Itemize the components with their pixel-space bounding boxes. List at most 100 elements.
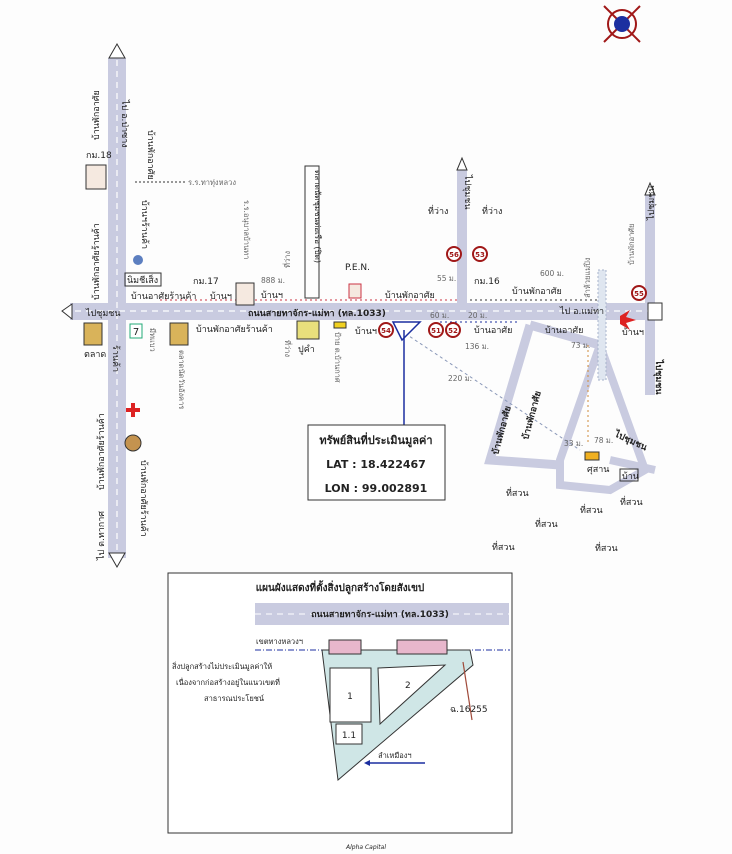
- school-icon: [235, 282, 255, 306]
- svg-text:2: 2: [405, 681, 411, 691]
- property-title: ทรัพย์สินที่ประเมินมูลค่า: [319, 432, 432, 448]
- svg-text:บ้านฯ: บ้านฯ: [210, 291, 232, 302]
- svg-text:ที่ว่าง: ที่ว่าง: [482, 204, 502, 217]
- svg-text:บ้านพักอาศัยร้านค้า: บ้านพักอาศัยร้านค้า: [91, 223, 102, 300]
- inset-title: แผนผังแสดงที่ตั้งสิ่งปลูกสร้างโดยสังเขป: [256, 580, 425, 595]
- svg-text:ร.ร.อนุบาลบ้านทา: ร.ร.อนุบาลบ้านทา: [242, 200, 251, 259]
- svg-text:บ้านพักอาศัย: บ้านพักอาศัย: [490, 405, 514, 456]
- svg-text:55: 55: [634, 290, 644, 298]
- svg-text:ที่สวน: ที่สวน: [595, 541, 618, 554]
- svg-text:ที่สวน: ที่สวน: [506, 486, 529, 499]
- svg-text:ที่สวน: ที่สวน: [492, 540, 515, 553]
- svg-text:56: 56: [449, 251, 459, 259]
- svg-text:ลำเหมืองฯ: ลำเหมืองฯ: [378, 751, 412, 760]
- arrow-east-icon: [647, 302, 663, 321]
- sign-51: 51: [428, 322, 444, 338]
- property-lat: LAT : 18.422467: [326, 458, 426, 471]
- svg-text:ไป ต.ทากาศ: ไป ต.ทากาศ: [96, 511, 107, 561]
- svg-text:บ้านฯร้านค้า: บ้านฯร้านค้า: [139, 200, 150, 249]
- svg-text:ที่สวน: ที่สวน: [580, 503, 603, 516]
- svg-text:สาธารณประโยชน์: สาธารณประโยชน์: [204, 694, 264, 703]
- svg-text:7: 7: [133, 327, 139, 338]
- svg-text:ตลาดนัดวันอังคาร: ตลาดนัดวันอังคาร: [177, 350, 186, 409]
- svg-text:52: 52: [448, 327, 458, 335]
- svg-text:เนื่องจากก่อสร้างอยู่ในแนวเขตท: เนื่องจากก่อสร้างอยู่ในแนวเขตที่: [176, 677, 280, 687]
- road-dest: ไป อ.ป่าซาง: [119, 99, 130, 148]
- svg-text:บ้านอาศัยร้านค้า: บ้านอาศัยร้านค้า: [131, 291, 196, 302]
- svg-text:บ้านพักอาศัยร้านค้า: บ้านพักอาศัยร้านค้า: [96, 413, 107, 490]
- road-label: บ้านพักอาศัย: [145, 130, 156, 180]
- market-icon: [169, 322, 189, 346]
- svg-text:กม.16: กม.16: [474, 277, 500, 287]
- svg-text:บ้านพักอาศัยร้านค้า: บ้านพักอาศัยร้านค้า: [196, 324, 273, 335]
- svg-text:51: 51: [431, 327, 441, 335]
- svg-text:เขตทางหลวงฯ: เขตทางหลวงฯ: [256, 637, 303, 646]
- main-road-name: ถนนสายทาจักร-แม่ทา (ทล.1033): [248, 308, 386, 319]
- svg-text:บ้าน: บ้าน: [622, 471, 639, 482]
- svg-text:20 ม.: 20 ม.: [468, 311, 487, 320]
- svg-text:บ้านพักอาศัย: บ้านพักอาศัย: [520, 390, 544, 441]
- svg-text:บ้านฯ: บ้านฯ: [261, 290, 283, 301]
- arrow-south-icon: [108, 552, 126, 569]
- east-road: [645, 195, 655, 395]
- svg-text:ฉ.16255: ฉ.16255: [450, 705, 488, 715]
- svg-text:60 ม.: 60 ม.: [430, 311, 449, 320]
- svg-text:600 ม.: 600 ม.: [540, 269, 564, 278]
- svg-text:ไปชุมชน: ไปชุมชน: [462, 174, 473, 210]
- svg-text:136 ม.: 136 ม.: [465, 342, 489, 351]
- intersection-icon: [620, 310, 636, 330]
- temple-icon: [124, 434, 142, 452]
- svg-text:73 ม.: 73 ม.: [571, 341, 590, 350]
- svg-text:บ้านพักอาศัย: บ้านพักอาศัย: [512, 286, 562, 297]
- svg-text:54: 54: [381, 327, 391, 335]
- market-icon: [83, 322, 103, 346]
- road-label: บ้านพักอาศัย: [91, 90, 102, 140]
- pen-icon: [348, 283, 362, 299]
- svg-text:55 ม.: 55 ม.: [437, 274, 456, 283]
- svg-text:ศุสาน: ศุสาน: [587, 465, 609, 475]
- pukham-icon: [296, 320, 320, 340]
- gas-station-icon: [133, 255, 143, 265]
- arrow-west-icon: [61, 303, 73, 321]
- school-icon: [85, 164, 107, 190]
- svg-text:220 ม.: 220 ม.: [448, 374, 472, 383]
- svg-text:53: 53: [475, 251, 485, 259]
- svg-text:ร.ร.ทาทุ่งหลวง: ร.ร.ทาทุ่งหลวง: [188, 178, 236, 187]
- seven-eleven-icon: [129, 323, 143, 339]
- property-info-box: ทรัพย์สินที่ประเมินมูลค่า LAT : 18.42246…: [307, 424, 446, 501]
- svg-text:ไปชุมชน: ไปชุมชน: [85, 308, 121, 319]
- svg-text:ที่ว่าง: ที่ว่าง: [428, 204, 448, 217]
- hospital-icon: [126, 403, 140, 417]
- sign-55: 55: [631, 285, 647, 301]
- sign-53: 53: [472, 246, 488, 262]
- svg-text:ลำห้วยแม่ปิง: ลำห้วยแม่ปิง: [583, 257, 592, 298]
- svg-text:กม.17: กม.17: [193, 277, 219, 287]
- svg-text:บ้านฯ: บ้านฯ: [622, 327, 644, 338]
- svg-text:ที่สวน: ที่สวน: [620, 495, 643, 508]
- svg-text:P.E.N.: P.E.N.: [345, 263, 370, 273]
- svg-text:บ้านพักอาศัย: บ้านพักอาศัย: [385, 290, 435, 301]
- svg-text:1: 1: [347, 692, 353, 702]
- arrow-north-icon: [108, 42, 126, 59]
- compass-icon: [603, 5, 641, 43]
- svg-text:นิมชีเส็ง: นิมชีเส็ง: [127, 273, 158, 286]
- svg-text:ป้าย ต.บ้านกาศ: ป้าย ต.บ้านกาศ: [333, 332, 342, 383]
- svg-text:ร้านค้า: ร้านค้า: [110, 345, 121, 372]
- svg-text:ที่ว่าง: ที่ว่าง: [282, 251, 292, 268]
- svg-text:บ้านอาศัย: บ้านอาศัย: [545, 325, 583, 336]
- km-label: กม.18: [86, 151, 112, 161]
- property-lon: LON : 99.002891: [325, 482, 428, 495]
- svg-text:บ้านอาศัย: บ้านอาศัย: [474, 325, 512, 336]
- sign-52: 52: [445, 322, 461, 338]
- svg-text:ไปชุมชน: ไปชุมชน: [653, 359, 665, 395]
- svg-text:ที่สวน: ที่สวน: [535, 517, 558, 530]
- cemetery-icon: [584, 451, 600, 461]
- svg-text:78 ม.: 78 ม.: [594, 436, 613, 445]
- svg-text:สิ่งปลูกสร้างไม่ประเมินมูลค่าใ: สิ่งปลูกสร้างไม่ประเมินมูลค่าให้: [172, 661, 273, 671]
- svg-text:1.1: 1.1: [342, 731, 356, 741]
- svg-text:ไป อ.แม่ทา: ไป อ.แม่ทา: [559, 306, 604, 317]
- creek: [597, 269, 607, 381]
- svg-text:ที่ว่าง: ที่ว่าง: [283, 340, 293, 357]
